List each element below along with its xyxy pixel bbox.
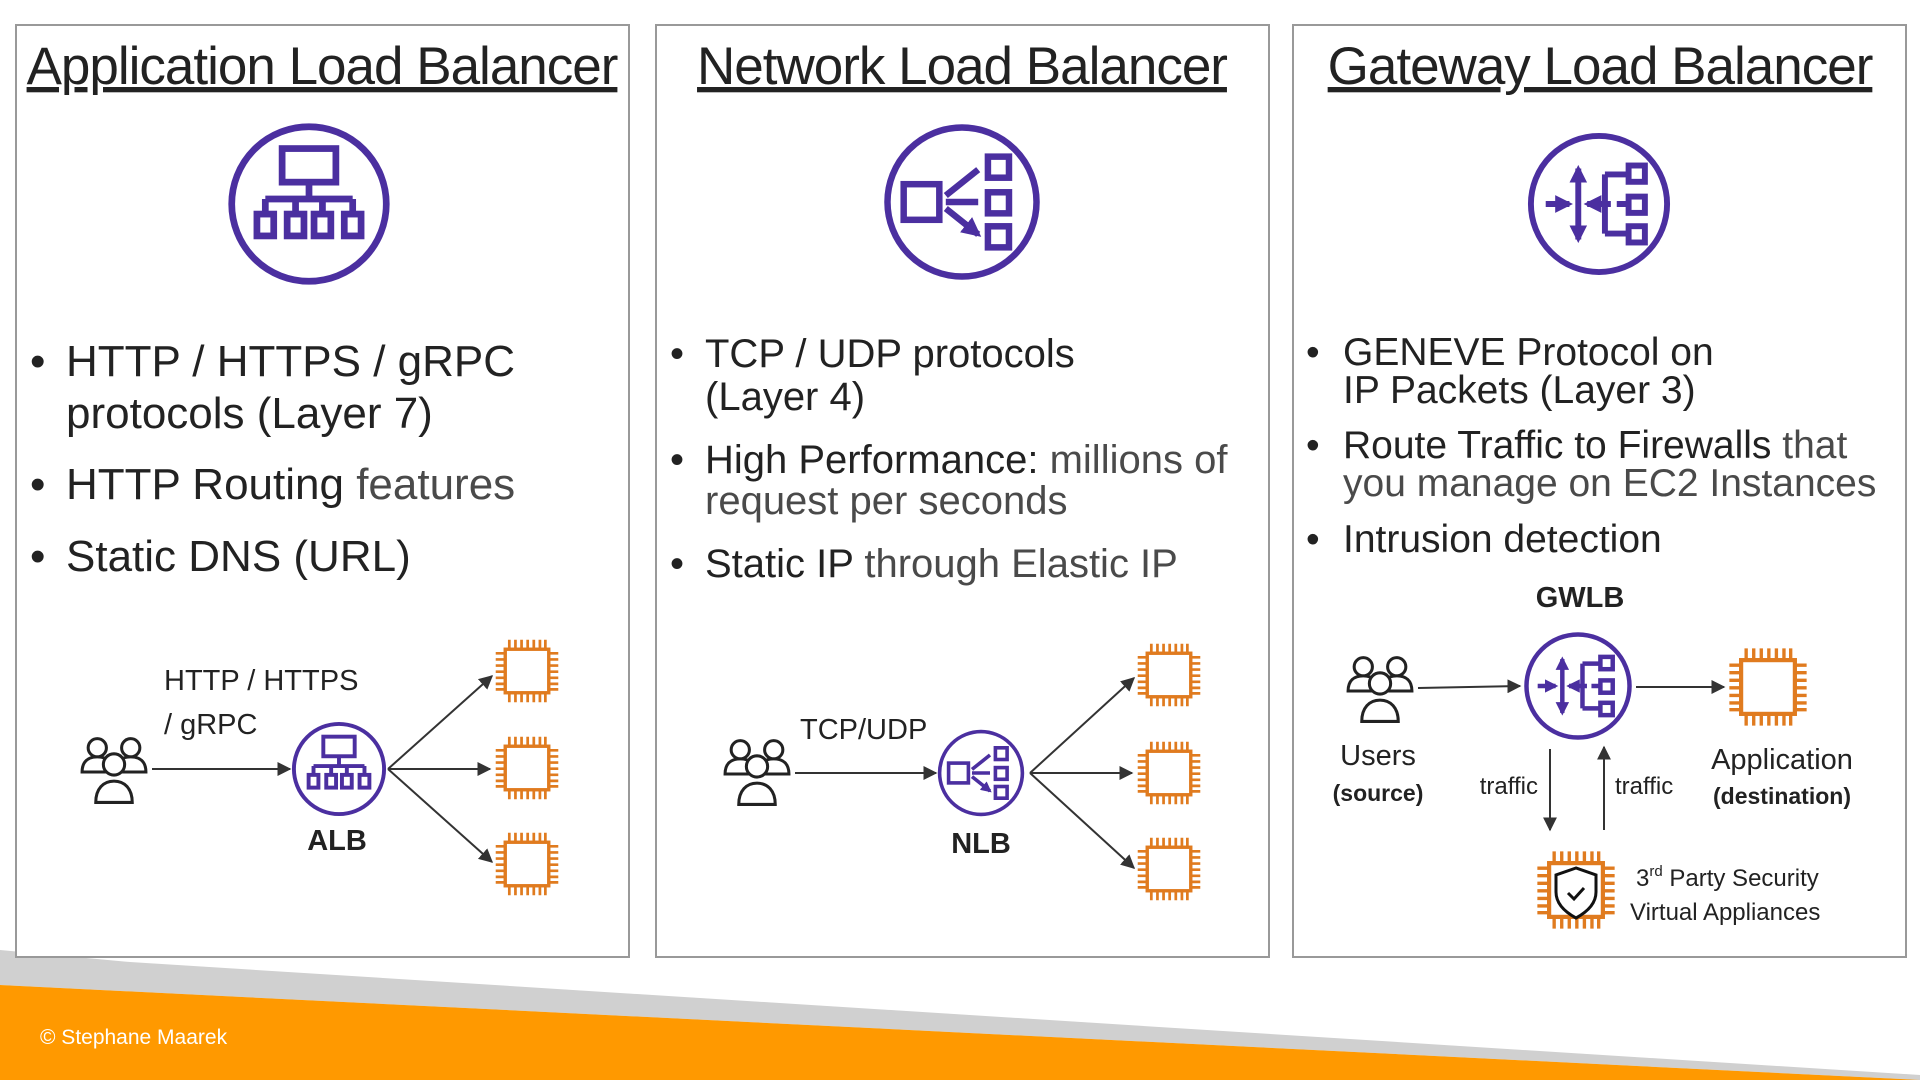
ec2-instance-icon bbox=[1136, 642, 1202, 708]
svg-text:•: • bbox=[1306, 518, 1320, 561]
ec2-instance-icon bbox=[1136, 836, 1202, 902]
footer-grey-band bbox=[0, 950, 1920, 1080]
appliance-label-2: Virtual Appliances bbox=[1630, 899, 1820, 926]
svg-text:GENEVE Protocol on: GENEVE Protocol on bbox=[1343, 331, 1714, 374]
svg-text:•: • bbox=[1306, 424, 1320, 467]
ec2-instance-icon bbox=[494, 831, 560, 897]
gateway-load-balancer-icon bbox=[1531, 136, 1667, 272]
svg-text:•: • bbox=[30, 460, 45, 509]
traffic-up-label: traffic bbox=[1615, 773, 1673, 800]
gwlb-title: Gateway Load Balancer bbox=[1328, 37, 1873, 96]
svg-text:Static IP through Elastic IP: Static IP through Elastic IP bbox=[705, 542, 1178, 586]
arrow-nlb-to-target-3 bbox=[1029, 772, 1136, 869]
svg-text:protocols (Layer 7): protocols (Layer 7) bbox=[66, 389, 433, 438]
svg-text:Static DNS (URL): Static DNS (URL) bbox=[66, 532, 411, 581]
alb-node-label: ALB bbox=[307, 825, 367, 857]
svg-text:•: • bbox=[1306, 331, 1320, 374]
gwlb-node-label: GWLB bbox=[1536, 582, 1625, 614]
svg-text:•: • bbox=[670, 438, 684, 482]
alb-title: Application Load Balancer bbox=[27, 37, 618, 96]
svg-text:•: • bbox=[30, 337, 45, 386]
alb-protocol-label-2: / gRPC bbox=[164, 709, 257, 741]
svg-text:Intrusion detection: Intrusion detection bbox=[1343, 518, 1662, 561]
network-load-balancer-icon bbox=[887, 127, 1036, 276]
svg-text:(Layer 4): (Layer 4) bbox=[705, 375, 865, 419]
arrow-alb-to-target-3 bbox=[387, 768, 494, 863]
application-sub-label: (destination) bbox=[1713, 783, 1851, 809]
svg-text:HTTP Routing features: HTTP Routing features bbox=[66, 460, 515, 509]
appliance-label-1: 3rd Party Security bbox=[1636, 863, 1819, 892]
gwlb-panel bbox=[1292, 24, 1907, 958]
arrow-nlb-to-target-1 bbox=[1029, 677, 1136, 774]
svg-text:HTTP / HTTPS / gRPC: HTTP / HTTPS / gRPC bbox=[66, 337, 515, 386]
nlb-title: Network Load Balancer bbox=[697, 37, 1227, 96]
ec2-instance-icon bbox=[1136, 740, 1202, 806]
users-label: Users bbox=[1340, 740, 1416, 772]
alb-node-icon bbox=[291, 721, 387, 817]
copyright: © Stephane Maarek bbox=[40, 1026, 228, 1049]
traffic-down-label: traffic bbox=[1480, 773, 1538, 800]
hierarchy-load-balancer-icon bbox=[232, 127, 387, 282]
svg-text:IP Packets (Layer 3): IP Packets (Layer 3) bbox=[1343, 369, 1696, 412]
nlb-protocol-label: TCP/UDP bbox=[800, 714, 927, 746]
application-label: Application bbox=[1711, 744, 1853, 776]
gwlb-node-icon bbox=[1526, 634, 1629, 737]
shield-check-icon bbox=[1554, 866, 1598, 920]
ec2-instance-icon bbox=[494, 638, 560, 704]
footer-orange-band bbox=[0, 985, 1920, 1080]
svg-text:TCP / UDP protocols: TCP / UDP protocols bbox=[705, 332, 1075, 376]
svg-text:•: • bbox=[30, 532, 45, 581]
svg-text:Route Traffic to Firewalls tha: Route Traffic to Firewalls that bbox=[1343, 424, 1847, 467]
svg-text:request per seconds: request per seconds bbox=[705, 479, 1067, 523]
svg-text:you manage on EC2 Instances: you manage on EC2 Instances bbox=[1343, 462, 1876, 505]
udemy-watermark: Udemy bbox=[1842, 1047, 1905, 1069]
nlb-bullets: • TCP / UDP protocols (Layer 4) • High P… bbox=[670, 332, 1228, 586]
svg-text:•: • bbox=[670, 332, 684, 376]
svg-text:•: • bbox=[670, 542, 684, 586]
nlb-node-icon bbox=[940, 732, 1023, 815]
gwlb-bullets: • GENEVE Protocol on IP Packets (Layer 3… bbox=[1306, 331, 1876, 561]
arrow-alb-to-target-1 bbox=[387, 675, 494, 770]
alb-bullets: • HTTP / HTTPS / gRPC protocols (Layer 7… bbox=[30, 337, 515, 581]
ec2-instance-icon bbox=[494, 735, 560, 801]
arrow-users-to-gwlb bbox=[1417, 679, 1522, 694]
users-sub-label: (source) bbox=[1333, 780, 1424, 806]
application-instance-icon bbox=[1729, 648, 1806, 725]
nlb-node-label: NLB bbox=[951, 828, 1011, 860]
alb-protocol-label: HTTP / HTTPS bbox=[164, 665, 358, 697]
svg-text:High Performance: millions of: High Performance: millions of bbox=[705, 438, 1228, 482]
